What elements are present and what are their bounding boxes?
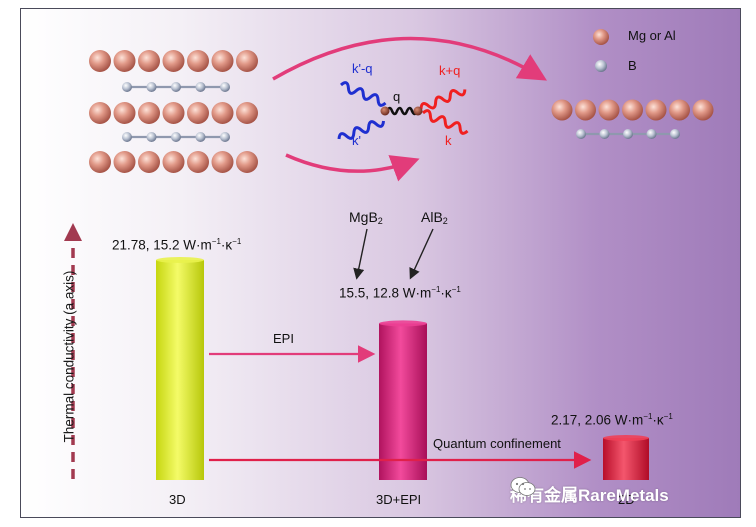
bar-cap-3d-epi — [379, 320, 427, 327]
b-atom — [122, 82, 132, 92]
bar-label-3d-epi: 3D+EPI — [376, 492, 422, 507]
phonon-wave-k — [422, 109, 469, 135]
mg-atom — [187, 50, 209, 72]
bars-group — [156, 257, 649, 480]
mg-atom — [113, 102, 136, 124]
bar-2d — [603, 438, 649, 480]
alb2-pointer — [409, 228, 434, 280]
mg-atom — [138, 50, 160, 72]
b-atom — [195, 132, 206, 142]
mg-atom — [187, 151, 209, 173]
mg-atom — [89, 50, 111, 72]
phonon-node-left — [380, 106, 390, 116]
mg-atom — [575, 99, 596, 121]
b-atom — [623, 129, 633, 139]
y-axis-arrowhead — [64, 223, 82, 241]
mgb2-pointer — [353, 228, 368, 280]
b-atom — [146, 132, 157, 142]
phonon-label-k-plus-q: k+q — [439, 63, 461, 78]
phonon-coupling-spring — [385, 106, 419, 116]
mg-atom — [692, 99, 714, 121]
phonon-wave-k-prime — [337, 120, 386, 140]
mg-atom — [89, 151, 111, 173]
mgb2-label: MgB2 — [349, 209, 383, 226]
phonon-label-q: q — [393, 89, 401, 104]
legend-b-atom — [595, 60, 607, 72]
mg-atom — [211, 102, 234, 124]
mg-atom — [236, 151, 258, 173]
phonon-wave-k-plus-q — [419, 89, 467, 110]
alb2-label: AlB2 — [421, 209, 448, 226]
bar-label-3d: 3D — [169, 492, 186, 507]
b-atom — [576, 129, 586, 139]
mg-atom — [113, 50, 136, 72]
phonon-label-k: k — [445, 133, 452, 148]
mg-atom — [138, 102, 160, 124]
mg-atom — [622, 99, 643, 121]
phonon-label-k-prime-minus-q: k'-q — [352, 61, 373, 76]
b-atom — [646, 129, 657, 139]
top-curved-arrow — [272, 36, 548, 81]
bar-cap-3d — [156, 257, 204, 263]
b-atom — [670, 129, 680, 139]
mg-atom — [236, 50, 258, 72]
legend-b-label: B — [628, 58, 637, 73]
watermark-text: 稀有金属RareMetals — [510, 485, 669, 505]
quantum-arrow-label: Quantum confinement — [433, 436, 561, 451]
b-atom — [146, 82, 157, 92]
lattice-3d — [89, 50, 258, 173]
mg-atom — [598, 99, 620, 121]
b-atom — [122, 132, 132, 142]
b-atom — [599, 129, 610, 139]
mg-atom — [236, 102, 258, 124]
b-atom — [195, 82, 206, 92]
bar-3d — [156, 260, 204, 480]
mg-atom — [669, 99, 690, 121]
mg-atom — [551, 99, 573, 121]
mg-atom — [645, 99, 667, 121]
mg-atom — [162, 151, 185, 173]
value-label-3d: 21.78, 15.2 W·m−1·κ−1 — [112, 237, 242, 253]
figure-panel: Mg or Al B k'-q k' q k+q k Thermal condu… — [20, 8, 741, 518]
mg-atom — [89, 102, 111, 124]
value-label-2d: 2.17, 2.06 W·m−1·κ−1 — [551, 412, 673, 428]
legend-mg-atom — [593, 29, 609, 45]
wechat-icon — [510, 477, 536, 496]
mg-atom — [138, 151, 160, 173]
mg-atom — [211, 151, 234, 173]
legend-mg-label: Mg or Al — [628, 28, 676, 43]
mg-atom — [211, 50, 234, 72]
mg-atom — [162, 102, 185, 124]
bottom-curved-arrow — [285, 153, 420, 182]
mg-atom — [187, 102, 209, 124]
mg-atom — [162, 50, 185, 72]
y-axis-label: Thermal conductivity (a axis) — [61, 270, 77, 443]
b-atom — [220, 132, 230, 142]
epi-arrow-label: EPI — [273, 331, 294, 346]
phonon-wave-k-prime-minus-q — [340, 81, 387, 107]
bar-cap-2d — [603, 435, 649, 441]
b-atom — [220, 82, 230, 92]
b-atom — [171, 82, 181, 92]
mg-atom — [113, 151, 136, 173]
phonon-node-right — [413, 106, 423, 116]
diagram-canvas — [64, 29, 714, 480]
lattice-2d — [551, 99, 714, 139]
watermark: 稀有金属RareMetals — [510, 476, 746, 510]
phonon-label-k-prime: k' — [352, 133, 361, 148]
bar-label-2d: 2D — [618, 492, 635, 507]
bar-3d-epi — [379, 323, 427, 480]
b-atom — [171, 132, 181, 142]
value-label-3d-epi: 15.5, 12.8 W·m−1·κ−1 — [339, 285, 461, 301]
